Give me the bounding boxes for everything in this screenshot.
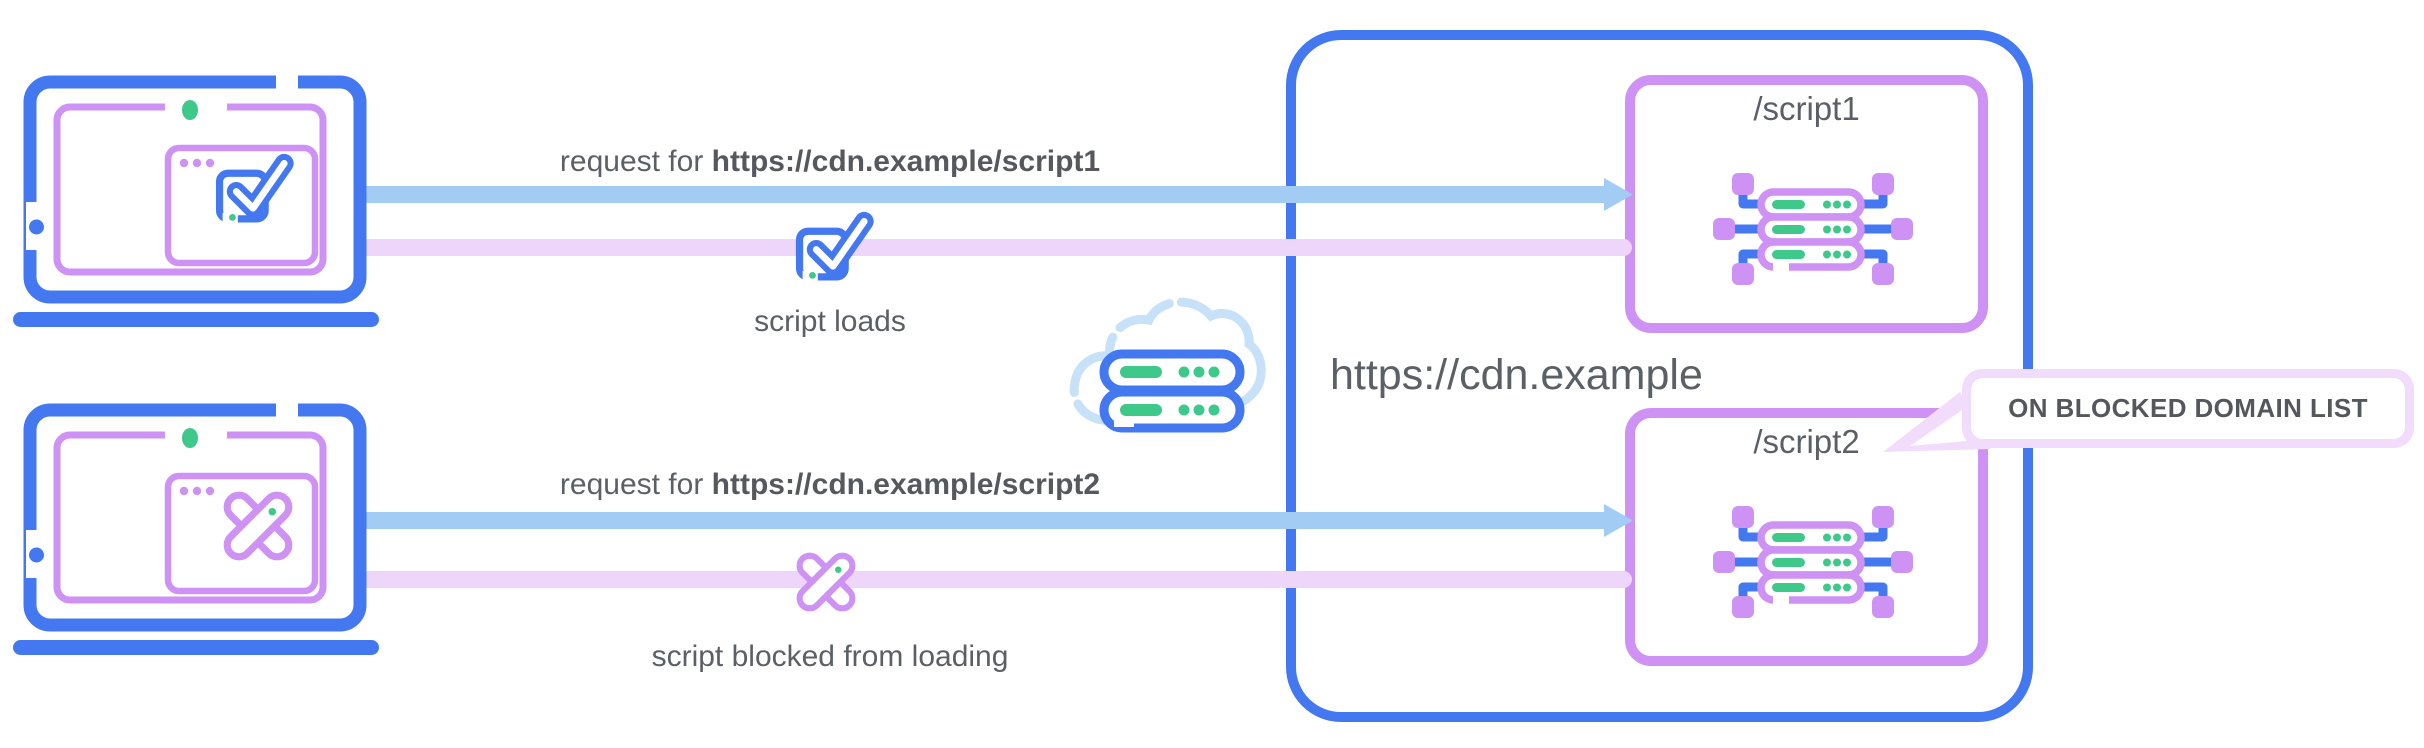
cross-window-icon [223, 491, 293, 561]
response-arrow-script1 [360, 239, 1632, 256]
request-arrow-script2 [338, 512, 1606, 529]
checkbox-checked-icon [795, 211, 874, 281]
laptop-blocked-icon [13, 402, 379, 655]
camera-dot-icon [182, 428, 198, 448]
callout-inner: ON BLOCKED DOMAIN LIST [1971, 378, 2405, 439]
response-label-script1: script loads [754, 305, 906, 338]
endpoint-label-script1: /script1 [1753, 90, 1860, 127]
laptop-base [13, 640, 379, 655]
camera-dot-icon [182, 100, 198, 120]
endpoint-label-script2: /script2 [1753, 423, 1860, 460]
request-prefix: request for [559, 145, 712, 178]
blocked-domain-callout: ON BLOCKED DOMAIN LIST [1962, 369, 2414, 448]
checkmark-window-icon [215, 153, 294, 223]
window-dots-icon [179, 486, 215, 496]
request-prefix: request for [559, 468, 712, 501]
request-label-script2: request for https://cdn.example/script2 [180, 468, 1480, 502]
response-label-script2: script blocked from loading [651, 640, 1009, 673]
server-cluster-icon [1713, 173, 1913, 285]
request-arrow-script1 [338, 186, 1606, 203]
laptop-base [13, 312, 379, 327]
cloud-servers-icon [1069, 297, 1266, 433]
laptop-allowed-icon [13, 74, 379, 327]
window-dots-icon [179, 158, 215, 168]
server-cluster-icon [1713, 506, 1913, 618]
request-url: https://cdn.example/script1 [711, 145, 1101, 178]
cdn-domain-label: https://cdn.example [1330, 351, 1703, 399]
request-label-script1: request for https://cdn.example/script1 [180, 145, 1480, 179]
request-url: https://cdn.example/script2 [711, 468, 1101, 501]
cross-icon [796, 552, 856, 612]
response-arrow-script2 [360, 571, 1632, 588]
callout-text: ON BLOCKED DOMAIN LIST [2008, 393, 2368, 423]
